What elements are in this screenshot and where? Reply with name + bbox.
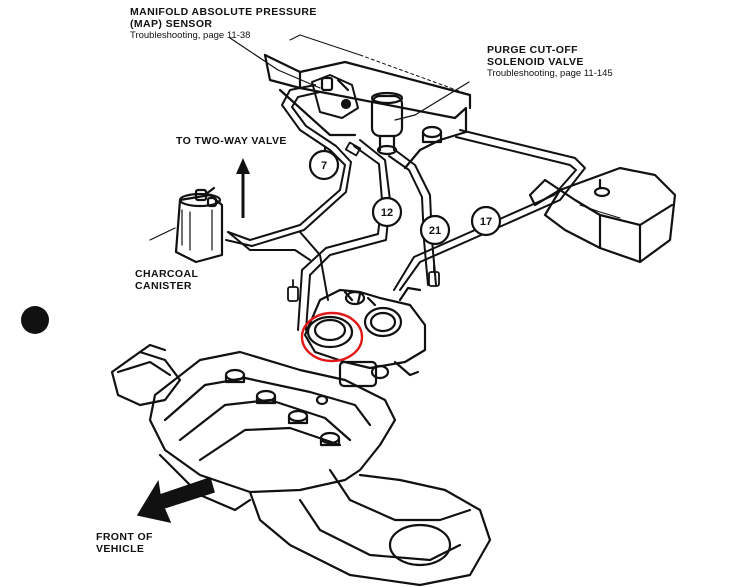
air-cleaner-box [528,166,677,264]
mounting-bracket [263,34,472,170]
punch-hole-dot [21,306,49,334]
intake-manifold [110,343,492,587]
front-of-vehicle-label-line1: FRONT OF [96,531,153,543]
leader-lines [149,37,470,241]
hose-fitting [287,141,440,302]
canister-label-line2: CANISTER [135,280,192,292]
hose-number-7: 7 [321,160,327,172]
purge-valve-label-line1: PURGE CUT-OFF [487,44,578,56]
front-arrow-icon [136,477,215,524]
map-sensor [311,74,359,119]
hose-tag-7 [308,146,340,181]
hose-tag-12 [371,196,403,228]
hose-tag-21 [419,214,451,246]
purge-solenoid-valve [370,91,404,156]
canister-label-line1: CHARCOAL [135,268,199,280]
two-way-valve-label: TO TWO-WAY VALVE [176,135,287,147]
map-sensor-label-line1: MANIFOLD ABSOLUTE PRESSURE [130,6,317,18]
purge-valve-label-line2: SOLENOID VALVE [487,56,584,68]
purge-valve-reference: Troubleshooting, page 11-145 [487,68,613,79]
hose-tag-17 [470,205,502,237]
hose-number-12: 12 [381,207,393,219]
throttle-body [303,286,427,388]
charcoal-canister [174,186,224,264]
hose-number-17: 17 [480,216,492,228]
map-sensor-label-line2: (MAP) SENSOR [130,18,213,30]
arrow-up-icon [236,158,250,218]
hose-number-21: 21 [429,225,441,237]
front-of-vehicle-label-line2: VEHICLE [96,543,145,555]
highlight-circle [300,311,364,363]
bracket-bolt [421,125,443,144]
map-sensor-reference: Troubleshooting, page 11-38 [130,30,251,41]
